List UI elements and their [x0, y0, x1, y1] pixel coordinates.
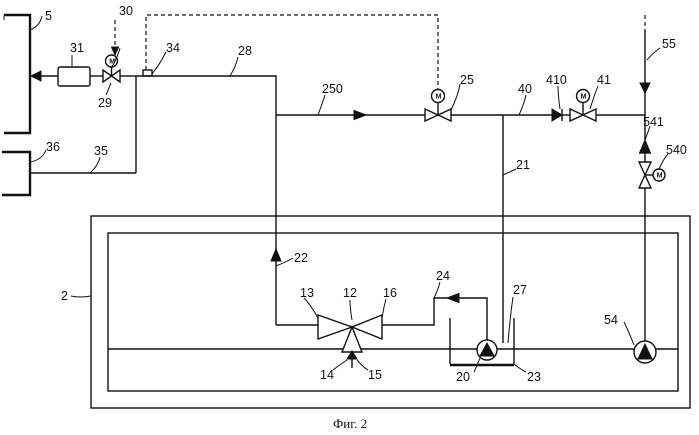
label-20: 20 [456, 370, 470, 384]
label-5: 5 [45, 9, 52, 23]
label-36: 36 [46, 140, 60, 154]
valve-25-actuator-letter: M [436, 94, 442, 101]
label-410: 410 [546, 73, 567, 87]
flow-arrow-line-22 [271, 249, 281, 261]
label-29: 29 [98, 96, 112, 110]
label-41: 41 [597, 73, 611, 87]
label-31: 31 [70, 41, 84, 55]
label-40: 40 [518, 82, 532, 96]
flow-arrow-to-unit-5 [31, 71, 41, 81]
label-541: 541 [643, 115, 664, 129]
flow-arrow-line-250 [354, 111, 366, 120]
tank-2-inner [108, 233, 678, 391]
leader-lines [30, 16, 668, 372]
label-23: 23 [527, 370, 541, 384]
line-28 [136, 76, 276, 256]
label-55: 55 [662, 37, 676, 51]
label-15: 15 [368, 368, 382, 382]
label-16: 16 [383, 286, 397, 300]
valve-29: M [103, 55, 120, 82]
pump-54 [634, 341, 656, 363]
sensor-34 [143, 70, 152, 76]
label-14: 14 [320, 368, 334, 382]
tank-2-outer [91, 216, 690, 408]
label-21: 21 [516, 158, 530, 172]
label-30: 30 [119, 4, 133, 18]
flow-arrow-line-24 [447, 294, 459, 303]
check-valve-410 [552, 109, 562, 121]
valve-25: M [425, 90, 451, 122]
label-13: 13 [300, 286, 314, 300]
valve-540: M [639, 162, 665, 188]
flow-arrow-line-55 [640, 83, 650, 93]
unit-5 [4, 15, 30, 133]
label-540: 540 [666, 143, 687, 157]
label-54: 54 [604, 313, 618, 327]
label-28: 28 [238, 44, 252, 58]
pump-20 [477, 340, 497, 360]
label-34: 34 [166, 41, 180, 55]
label-27: 27 [513, 283, 527, 297]
mixing-valve-12 [318, 315, 382, 352]
component-31-box [58, 67, 90, 86]
label-250: 250 [322, 82, 343, 96]
figure-caption: Фиг. 2 [333, 416, 367, 431]
label-25: 25 [460, 73, 474, 87]
valve-41-actuator-letter: M [581, 94, 587, 101]
line-24 [382, 298, 487, 343]
valve-41: M [570, 90, 596, 122]
signal-arrow-30 [112, 47, 119, 55]
control-signal-link [146, 15, 438, 89]
label-2: 2 [61, 289, 68, 303]
check-valve-541 [640, 140, 651, 153]
valve-540-actuator-letter: M [657, 173, 663, 180]
label-12: 12 [343, 286, 357, 300]
label-35: 35 [94, 144, 108, 158]
unit-36 [2, 152, 30, 195]
label-24: 24 [436, 269, 450, 283]
label-22: 22 [294, 251, 308, 265]
